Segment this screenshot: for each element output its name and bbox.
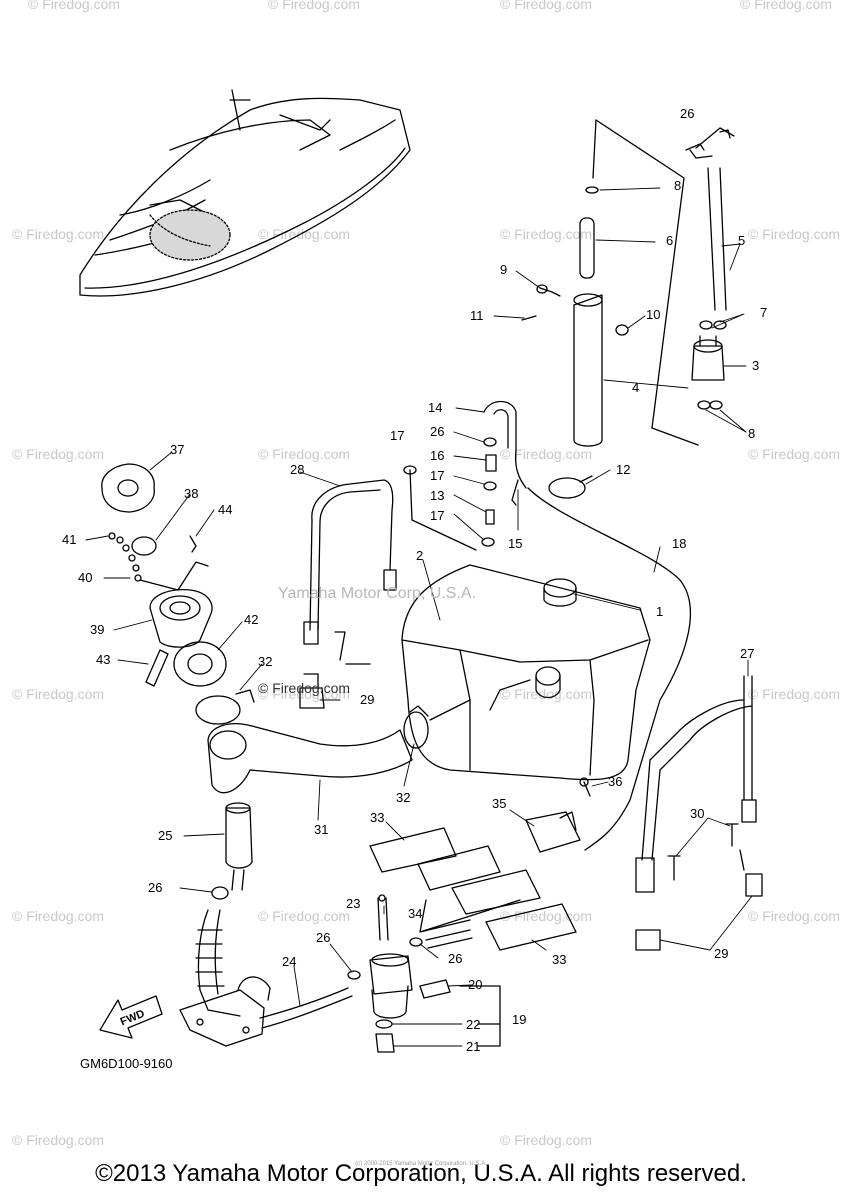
center-watermark: Yamaha Motor Corp, U.S.A. xyxy=(278,585,476,602)
callout-26: 26 xyxy=(680,106,695,121)
callout-4: 4 xyxy=(632,380,640,395)
callout-38: 38 xyxy=(184,486,199,501)
inline-watermark: © Firedog.com xyxy=(258,680,351,696)
callout-17: 17 xyxy=(430,468,445,483)
callout-21: 21 xyxy=(466,1039,481,1054)
watermark-firedog: © Firedog.com xyxy=(258,446,351,462)
callout-26: 26 xyxy=(148,880,163,895)
callout-27: 27 xyxy=(740,646,755,661)
watermark-firedog: © Firedog.com xyxy=(748,446,841,462)
callout-10: 10 xyxy=(646,307,661,322)
watermark-firedog: © Firedog.com xyxy=(748,686,841,702)
callout-29: 29 xyxy=(360,692,375,707)
callout-35: 35 xyxy=(492,796,507,811)
callout-16: 16 xyxy=(430,448,445,463)
callout-26: 26 xyxy=(316,930,331,945)
callout-33: 33 xyxy=(370,810,385,825)
watermark-firedog: © Firedog.com xyxy=(12,686,105,702)
callout-2: 2 xyxy=(416,548,424,563)
watermark-firedog: © Firedog.com xyxy=(740,0,833,12)
callout-37: 37 xyxy=(170,442,185,457)
callout-29: 29 xyxy=(714,946,729,961)
callout-17: 17 xyxy=(390,428,405,443)
callout-25: 25 xyxy=(158,828,173,843)
callout-41: 41 xyxy=(62,532,77,547)
watermark-firedog: © Firedog.com xyxy=(500,686,593,702)
callout-13: 13 xyxy=(430,488,445,503)
callout-33: 33 xyxy=(552,952,567,967)
watermark-firedog: © Firedog.com xyxy=(12,1132,105,1148)
watermark-firedog: © Firedog.com xyxy=(28,0,121,12)
callout-40: 40 xyxy=(78,570,93,585)
watermark-firedog: © Firedog.com xyxy=(12,908,105,924)
callout-32: 32 xyxy=(396,790,411,805)
callout-6: 6 xyxy=(666,233,674,248)
callout-42: 42 xyxy=(244,612,259,627)
watermark-firedog: © Firedog.com xyxy=(500,226,593,242)
callout-31: 31 xyxy=(314,822,329,837)
watermark-firedog: © Firedog.com xyxy=(748,908,841,924)
callout-9: 9 xyxy=(500,262,508,277)
callout-22: 22 xyxy=(466,1017,481,1032)
small-credit: (c) 2000-2015 Yamaha Motor Corporation, … xyxy=(355,1161,487,1167)
callout-11: 11 xyxy=(470,308,484,323)
callout-26: 26 xyxy=(448,951,463,966)
fuel-tank xyxy=(401,564,651,781)
watermark-firedog: © Firedog.com xyxy=(500,908,593,924)
callout-44: 44 xyxy=(218,502,233,517)
callout-36: 36 xyxy=(608,774,623,789)
callout-32: 32 xyxy=(258,654,273,669)
watermark-firedog: © Firedog.com xyxy=(748,226,841,242)
watermark-firedog: © Firedog.com xyxy=(268,0,361,12)
callout-12: 12 xyxy=(616,462,631,477)
watermark-firedog: © Firedog.com xyxy=(12,226,105,242)
callout-14: 14 xyxy=(428,400,443,415)
watermark-firedog: © Firedog.com xyxy=(258,686,351,702)
copyright-text: ©2013 Yamaha Motor Corporation, U.S.A. A… xyxy=(95,1160,747,1187)
diagram-code: GM6D100-9160 xyxy=(80,1056,173,1071)
callout-8: 8 xyxy=(748,426,756,441)
callout-17: 17 xyxy=(430,508,445,523)
callout-7: 7 xyxy=(760,305,768,320)
callout-28: 28 xyxy=(290,462,305,477)
callout-8: 8 xyxy=(674,178,682,193)
watermark-firedog: © Firedog.com xyxy=(258,226,351,242)
watermark-firedog: © Firedog.com xyxy=(500,0,593,12)
callout-23: 23 xyxy=(346,896,361,911)
callout-39: 39 xyxy=(90,622,105,637)
callout-30: 30 xyxy=(690,806,705,821)
watermark-firedog: © Firedog.com xyxy=(258,908,351,924)
callout-3: 3 xyxy=(752,358,760,373)
callout-18: 18 xyxy=(672,536,687,551)
callout-15: 15 xyxy=(508,536,523,551)
watercraft-overview xyxy=(79,89,411,297)
callout-19: 19 xyxy=(512,1012,527,1027)
watermark-firedog: © Firedog.com xyxy=(500,446,593,462)
callout-26: 26 xyxy=(430,424,445,439)
callout-1: 1 xyxy=(656,604,664,619)
callout-43: 43 xyxy=(96,652,111,667)
callout-24: 24 xyxy=(282,954,297,969)
callout-5: 5 xyxy=(738,233,746,248)
watermark-firedog: © Firedog.com xyxy=(12,446,105,462)
fwd-arrow-icon xyxy=(99,995,163,1039)
watermark-firedog: © Firedog.com xyxy=(500,1132,593,1148)
callout-20: 20 xyxy=(468,977,483,992)
callout-34: 34 xyxy=(408,906,423,921)
